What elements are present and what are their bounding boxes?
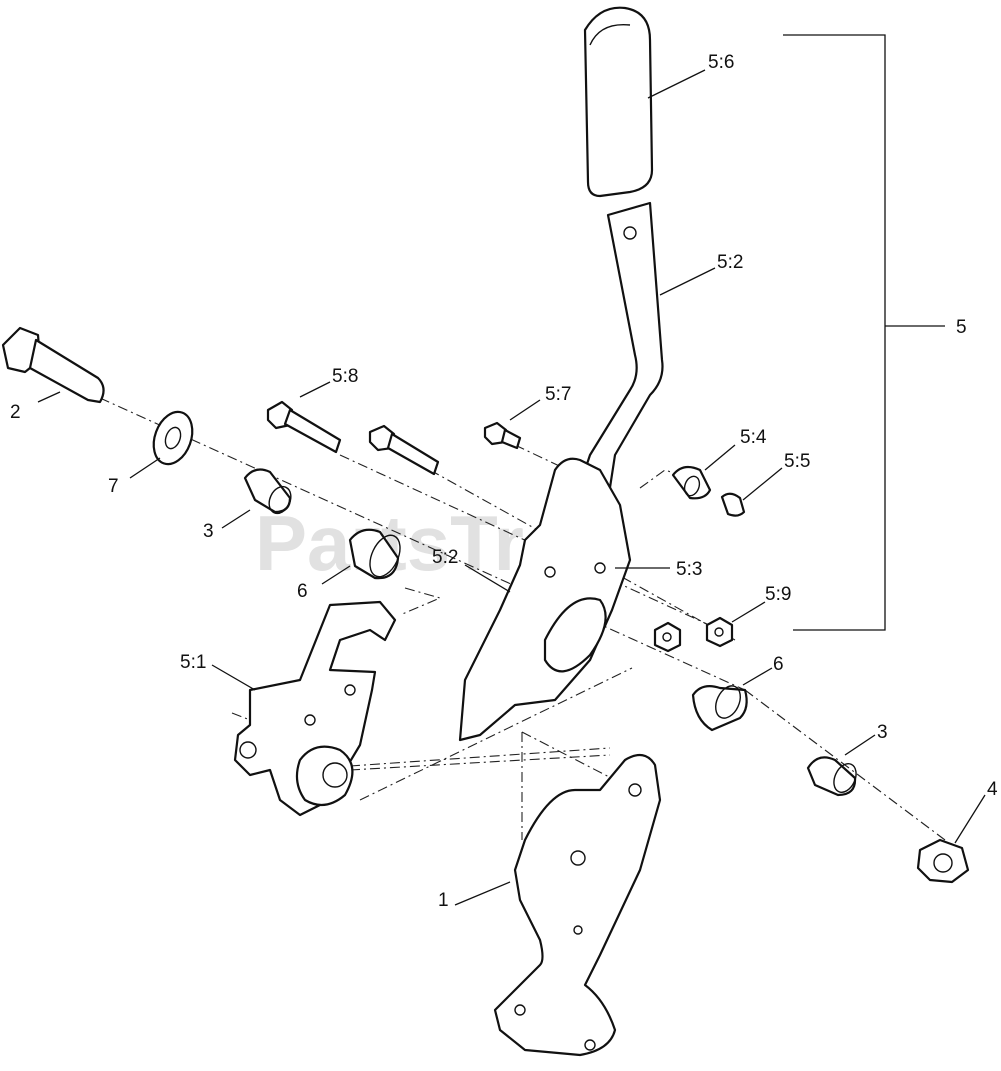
callout-3-right[interactable]: 3	[877, 722, 888, 743]
assembly-bracket	[783, 34, 886, 631]
callout-5[interactable]: 5	[956, 317, 967, 338]
link-axis-line	[349, 747, 611, 771]
nut-5-9-part[interactable]	[705, 616, 734, 648]
callout-5-8[interactable]: 5:8	[332, 366, 358, 387]
callout-6-right[interactable]: 6	[773, 654, 784, 675]
bushing-part-left[interactable]	[348, 528, 406, 582]
callout-3-left[interactable]: 3	[203, 521, 214, 542]
bracket-axis-left	[231, 712, 251, 721]
leader-3-right	[844, 734, 876, 756]
pivot-axis-line	[99, 397, 746, 691]
callout-1[interactable]: 1	[438, 890, 449, 911]
leader-4	[954, 794, 986, 844]
callout-5-4[interactable]: 5:4	[740, 427, 767, 448]
lever-plate-part[interactable]	[458, 457, 632, 742]
spacer-part-right[interactable]	[806, 756, 860, 797]
washer-part[interactable]	[147, 406, 199, 469]
bolt-secondary-part[interactable]	[368, 424, 440, 476]
callout-4[interactable]: 4	[987, 779, 998, 800]
callout-6-left[interactable]: 6	[297, 581, 308, 602]
callout-2[interactable]: 2	[10, 402, 21, 423]
callout-5-2-upper[interactable]: 5:2	[717, 252, 743, 273]
callout-5-6[interactable]: 5:6	[708, 52, 734, 73]
leader-5-1	[211, 664, 256, 691]
leader-5-2-lower	[464, 564, 511, 593]
bushing-part-right[interactable]	[691, 682, 748, 732]
leader-5-5	[742, 467, 783, 501]
leader-5-2-upper	[659, 267, 716, 296]
nut-secondary-part[interactable]	[653, 621, 682, 653]
bolt-part[interactable]	[1, 326, 105, 404]
leader-1	[454, 881, 511, 906]
bracket-part[interactable]	[233, 600, 397, 817]
callout-5-2-lower[interactable]: 5:2	[432, 547, 458, 568]
leader-6-left	[321, 565, 351, 585]
leader-3-left	[221, 509, 251, 529]
leader-2	[37, 391, 61, 403]
leader-5-6	[647, 69, 706, 99]
callout-5-1[interactable]: 5:1	[180, 652, 206, 673]
bracket-axis-line	[399, 587, 442, 616]
spacer-part-left[interactable]	[243, 468, 295, 517]
flange-nut-part[interactable]	[916, 838, 970, 884]
mount-plate-part[interactable]	[493, 753, 662, 1057]
callout-5-3[interactable]: 5:3	[676, 559, 702, 580]
bolt-5-8-part[interactable]	[266, 400, 342, 454]
leader-5-8	[299, 381, 331, 398]
leader-6-right	[742, 667, 773, 686]
callout-5-9[interactable]: 5:9	[765, 584, 791, 605]
spacer-5-4-part[interactable]	[671, 465, 712, 500]
grip-part[interactable]	[583, 6, 654, 198]
bolt-5-7-part[interactable]	[483, 421, 522, 450]
leader-7	[129, 457, 161, 479]
leader-5-4	[704, 444, 736, 471]
leader-5-7	[509, 399, 541, 421]
leader-5-9	[731, 601, 766, 623]
bushing-5-5-part[interactable]	[720, 492, 746, 517]
callout-7[interactable]: 7	[108, 476, 119, 497]
callout-5-5[interactable]: 5:5	[784, 451, 810, 472]
callout-5-7[interactable]: 5:7	[545, 384, 571, 405]
